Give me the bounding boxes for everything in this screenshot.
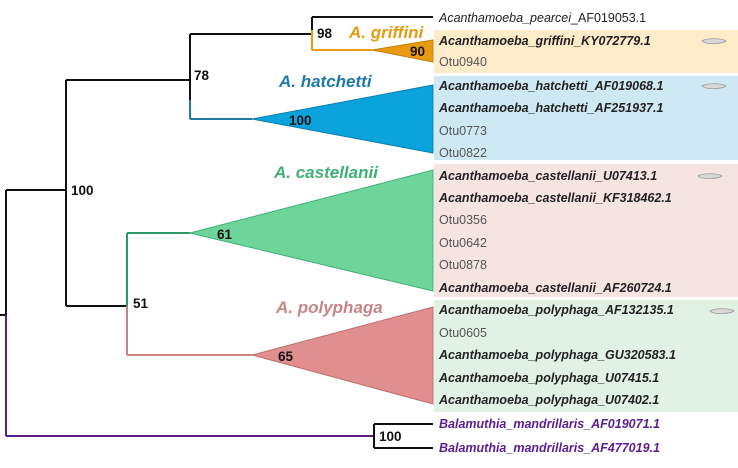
support-castellanii: 61 <box>217 227 233 242</box>
support-balamuthia: 100 <box>379 429 402 444</box>
taxon-pearcei-name: Acanthamoeba_pearcei <box>438 11 572 25</box>
support-pearcei-griffini: 98 <box>317 26 333 41</box>
taxon-label-otu0773: Otu0773 <box>439 124 487 138</box>
taxon-label-polyphaga-4: Acanthamoeba_polyphaga_U07402.1 <box>438 393 659 407</box>
taxon-label-otu0605: Otu0605 <box>439 326 487 340</box>
taxon-label-polyphaga-3: Acanthamoeba_polyphaga_U07415.1 <box>438 371 659 385</box>
taxon-label-castellanii-1: Acanthamoeba_castellanii_U07413.1 <box>438 169 657 183</box>
taxon-label-otu0878: Otu0878 <box>439 258 487 272</box>
taxon-label-otu0642: Otu0642 <box>439 236 487 250</box>
griffini-triangle <box>371 39 434 63</box>
amoeba-cell-icon <box>701 38 727 45</box>
taxon-label-otu0940: Otu0940 <box>439 55 487 69</box>
taxon-label-castellanii-2: Acanthamoeba_castellanii_KF318462.1 <box>438 191 672 205</box>
clade-label-griffini: A. griffini <box>348 23 425 42</box>
support-upper: 78 <box>194 68 210 83</box>
support-lower: 51 <box>133 296 149 311</box>
griffini-background <box>434 30 738 73</box>
polyphaga-background <box>434 300 738 412</box>
clade-label-hatchetti: A. hatchetti <box>278 72 373 91</box>
taxon-label-hatchetti-1: Acanthamoeba_hatchetti_AF019068.1 <box>438 79 663 93</box>
taxon-label-polyphaga-2: Acanthamoeba_polyphaga_GU320583.1 <box>438 348 676 362</box>
polyphaga-triangle <box>250 306 434 405</box>
taxon-label-pearcei: Acanthamoeba_pearcei_AF019053.1 <box>438 11 646 25</box>
taxon-label-hatchetti-2: Acanthamoeba_hatchetti_AF251937.1 <box>438 101 663 115</box>
taxon-label-griffini-1: Acanthamoeba_griffini_KY072779.1 <box>438 34 651 48</box>
support-hatchetti: 100 <box>289 113 312 128</box>
taxon-label-otu0822: Otu0822 <box>439 146 487 160</box>
hatchetti-triangle <box>251 84 434 154</box>
amoeba-cell-icon <box>701 83 727 90</box>
support-griffini: 90 <box>410 44 425 59</box>
castellanii-triangle <box>189 169 434 292</box>
castellanii-background <box>434 164 738 297</box>
amoeba-cell-icon <box>697 173 723 180</box>
hatchetti-background <box>434 76 738 160</box>
amoeba-cell-icon <box>709 308 735 315</box>
clade-label-polyphaga: A. polyphaga <box>275 298 383 317</box>
taxon-label-balamuthia-1: Balamuthia_mandrillaris_AF019071.1 <box>439 417 660 431</box>
clade-label-castellanii: A. castellanii <box>273 163 379 182</box>
taxon-label-polyphaga-1: Acanthamoeba_polyphaga_AF132135.1 <box>438 303 674 317</box>
taxon-label-otu0356: Otu0356 <box>439 213 487 227</box>
support-root: 100 <box>71 183 94 198</box>
taxon-label-balamuthia-2: Balamuthia_mandrillaris_AF477019.1 <box>439 441 660 455</box>
taxon-label-castellanii-3: Acanthamoeba_castellanii_AF260724.1 <box>438 281 672 295</box>
taxon-pearcei-accession: _AF019053.1 <box>570 11 646 25</box>
support-polyphaga: 65 <box>278 349 294 364</box>
